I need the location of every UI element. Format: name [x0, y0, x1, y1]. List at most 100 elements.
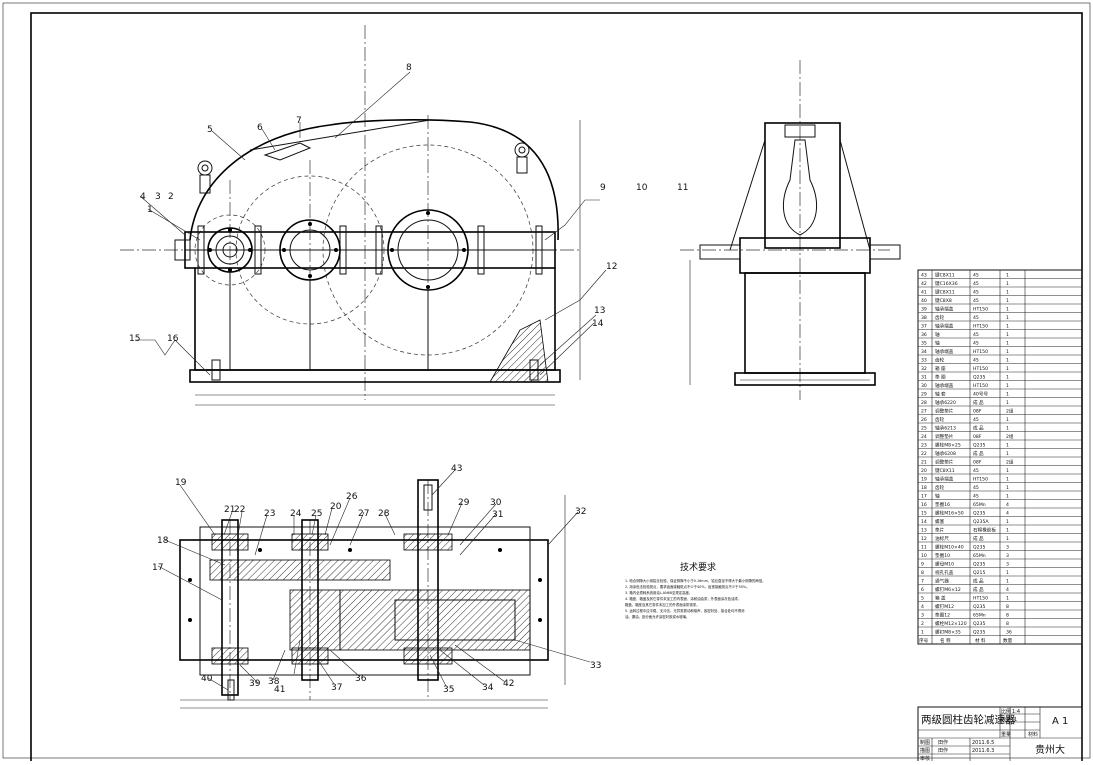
drawing-number: A 1 [1052, 716, 1068, 727]
bom-row-no: 22 [921, 451, 927, 457]
balloon-9: 9 [600, 183, 606, 193]
bom-row-name: 螺栓M8×25 [935, 441, 961, 448]
balloon-14: 14 [592, 319, 604, 329]
balloon-24: 24 [290, 509, 302, 519]
bom-row-qty: 8 [1006, 612, 1009, 618]
balloon-37: 37 [331, 683, 342, 693]
balloon-25: 25 [311, 509, 322, 519]
balloon-1: 1 [147, 205, 153, 215]
bom-row-material: HT150 [973, 323, 988, 329]
balloon-29: 29 [458, 498, 470, 508]
bom-row-qty: 1 [1006, 476, 1009, 482]
bom-header-no: 序号 [919, 637, 929, 644]
weight-label: 重量 [1001, 731, 1011, 738]
bom-row-no: 4 [921, 604, 924, 610]
balloon-3: 3 [155, 192, 161, 202]
bom-row-material: 45 [973, 332, 979, 338]
bom-row-name: 调整垫片 [935, 407, 954, 414]
balloon-17: 17 [152, 563, 163, 573]
tech-line-1: 1. 啮合侧隙大小用铅丝检验，保证侧隙不小于0.16mm，铅丝直径不得大于最小侧… [625, 578, 766, 583]
bom-row-material: Q235 [973, 621, 985, 627]
bom-row-material: Q235 [973, 442, 985, 448]
bom-row-no: 5 [921, 595, 924, 601]
bom-row-no: 30 [921, 383, 927, 389]
title-block: 两级圆柱齿轮减速器 比例 1:4 数量 1 重量 材料 A 1 制图 田作 20… [917, 706, 1083, 763]
balloon-26: 26 [346, 492, 358, 502]
bom-row-material: Q235A [973, 519, 989, 525]
tech-line-4: 4. 箱座、箱盖及其它零件未加工的内表面，涂耐油油漆；外表面涂灰色油漆， [625, 596, 741, 601]
material-label: 材料 [1028, 731, 1038, 738]
bom-row-material: 成 品 [973, 450, 984, 457]
bom-row-name: 垫圈10 [935, 552, 950, 559]
bom-row-no: 33 [921, 357, 927, 363]
bom-row-name: 轴 [935, 339, 940, 346]
bom-row-no: 11 [921, 544, 927, 550]
balloon-11: 11 [677, 183, 688, 193]
tech-line-6: 5. 运转过程中应平稳、无冲击、无异常振动和噪声，各密封处、接合处均不得渗 [625, 608, 745, 613]
bom-row-qty: 1 [1006, 519, 1009, 525]
bom-row-material: 成 品 [973, 535, 984, 542]
bom-row-no: 16 [921, 502, 927, 508]
balloon-27: 27 [358, 509, 369, 519]
bom-row-qty: 1 [1006, 493, 1009, 499]
scale-value: 1:4 [1012, 709, 1020, 715]
bom-row-name: 轴承端盖 [935, 322, 954, 329]
bom-row-name: 调整垫片 [935, 458, 954, 465]
bom-row-no: 31 [921, 374, 927, 380]
bom-row-qty: 4 [1006, 502, 1009, 508]
qty-value: 1 [1014, 717, 1017, 723]
bom-row-name: 齿轮 [935, 314, 945, 321]
balloon-33: 33 [590, 661, 601, 671]
bom-row-material: 45 [973, 298, 979, 304]
balloon-12: 12 [606, 262, 617, 272]
bom-row-qty: 1 [1006, 527, 1009, 533]
bom-row-qty: 1 [1006, 281, 1009, 287]
bom-row-material: Q235 [973, 510, 985, 516]
bom-row-material: 45 [973, 281, 979, 287]
bom-row-qty: 1 [1006, 332, 1009, 338]
bom-row-qty: 1 [1006, 315, 1009, 321]
tech-line-2: 2. 用涂色法检验斑点，要求齿面接触斑点不少于40%，齿宽接触斑点不少于50%。 [625, 584, 750, 589]
balloon-20: 20 [330, 502, 342, 512]
balloon-42: 42 [503, 679, 514, 689]
bom-row-no: 39 [921, 306, 927, 312]
bom-row-no: 1 [921, 629, 924, 635]
bom-row-no: 35 [921, 340, 927, 346]
bom-row-name: 箱 盖 [935, 594, 946, 601]
bom-row-name: 齿轮 [935, 416, 945, 423]
technical-requirements: 技术要求 1. 啮合侧隙大小用铅丝检验，保证侧隙不小于0.16mm，铅丝直径不得… [625, 561, 766, 619]
bom-row-qty: 4 [1006, 587, 1009, 593]
tech-title: 技术要求 [680, 561, 716, 573]
balloon-39: 39 [249, 679, 261, 689]
bom-row-qty: 2组 [1006, 458, 1014, 465]
bom-row-no: 36 [921, 332, 927, 338]
bom-row-name: 键C8X11 [935, 288, 955, 295]
bom-row-no: 25 [921, 425, 927, 431]
bom-row-name: 螺钉M8×35 [935, 628, 961, 635]
bom-row-no: 10 [921, 553, 927, 559]
balloon-2: 2 [168, 192, 174, 202]
bom-row-material: 45 [973, 357, 979, 363]
bom-row-no: 43 [921, 272, 927, 278]
balloon-4: 4 [140, 192, 146, 202]
bom-row-no: 41 [921, 289, 927, 295]
tech-line-5: 箱盖、箱座及其它零件未加工的外表面涂防锈漆。 [625, 602, 700, 607]
balloon-13: 13 [594, 306, 605, 316]
bom-row-material: 45 [973, 272, 979, 278]
bom-row-qty: 1 [1006, 485, 1009, 491]
balloon-22: 22 [234, 505, 245, 515]
bom-row-no: 3 [921, 612, 924, 618]
balloon-6: 6 [257, 123, 263, 133]
bom-row-qty: 1 [1006, 340, 1009, 346]
bom-row-qty: 2组 [1006, 407, 1014, 414]
bom-row-no: 7 [921, 578, 924, 584]
bom-row-name: 油标尺 [935, 535, 949, 542]
bom-row-no: 6 [921, 587, 924, 593]
tech-line-7: 油、漏油，剖分面允许涂密封胶或水玻璃。 [625, 614, 689, 619]
bom-row-qty: 1 [1006, 357, 1009, 363]
bom-row-name: 视孔孔盖 [935, 569, 954, 576]
school-name: 贵州大 [1035, 743, 1065, 756]
bom-row-name: 螺栓M16×50 [935, 509, 964, 516]
bom-row-material: 45 [973, 485, 979, 491]
